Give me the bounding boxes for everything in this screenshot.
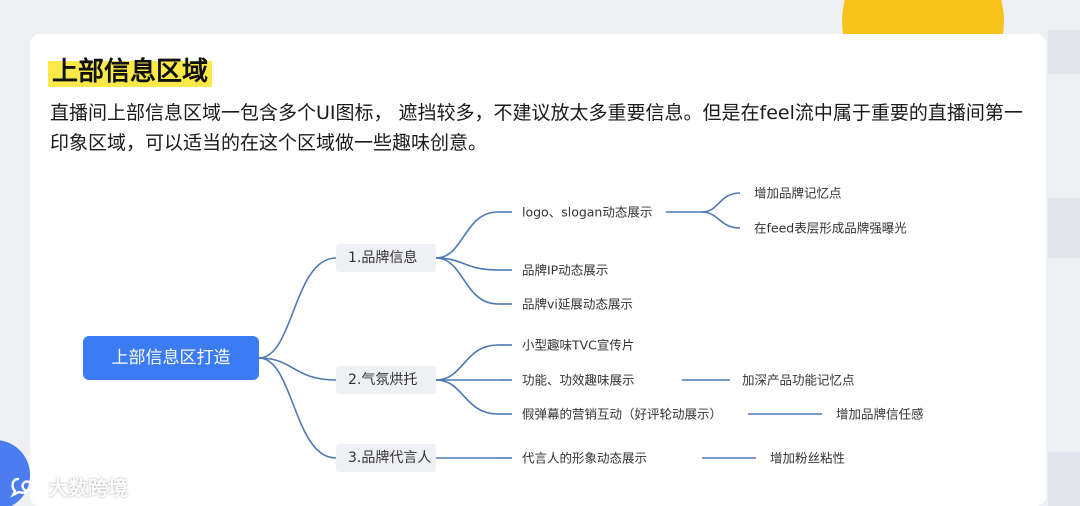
watermark-text: 大数跨境 [48, 476, 128, 500]
watermark-logo-icon [10, 477, 43, 498]
decorative-strip [1048, 452, 1080, 506]
connector-curve [258, 257, 337, 359]
child-node-label: 代言人的形象动态展示 [522, 451, 647, 466]
watermark: 大数跨境 [10, 472, 128, 501]
branch-node [336, 366, 436, 394]
connector-curve [258, 357, 337, 381]
child-node-label: logo、slogan动态展示 [522, 205, 652, 220]
intro-paragraph: 直播间上部信息区域一包含多个UI图标， 遮挡较多，不建议放太多重要信息。但是在f… [50, 102, 1023, 154]
connector-curve [258, 357, 337, 459]
decorative-strip [1048, 30, 1080, 74]
connector-curve [701, 211, 741, 229]
leaf-node-label: 增加品牌信任感 [836, 407, 924, 422]
branch-node-label: 3.品牌代言人 [348, 449, 431, 466]
connector-curve [435, 379, 499, 415]
branch-node [336, 244, 436, 272]
child-node-label: 小型趣味TVC宣传片 [522, 338, 634, 353]
leaf-node-label: 增加品牌记忆点 [754, 186, 842, 201]
connector-curve [435, 344, 499, 381]
connector-curve [701, 192, 741, 213]
child-node-label: 品牌vi延展动态展示 [522, 297, 633, 312]
root-node-label: 上部信息区打造 [112, 348, 231, 368]
child-node-label: 品牌IP动态展示 [522, 263, 608, 278]
branch-node-label: 1.品牌信息 [348, 249, 417, 266]
leaf-node-label: 在feed表层形成品牌强曝光 [754, 221, 907, 236]
branch-node-label: 2.气氛烘托 [348, 372, 417, 388]
section-heading: 上部信息区域 [48, 54, 213, 90]
connector-curve [435, 211, 499, 259]
child-node-label: 功能、功效趣味展示 [522, 373, 635, 388]
leaf-node-label: 增加粉丝粘性 [770, 451, 845, 466]
content-card [30, 34, 1046, 506]
leaf-node-label: 加深产品功能记忆点 [742, 373, 855, 388]
child-node-label: 假弹幕的营销互动（好评轮动展示） [522, 407, 722, 422]
branch-node [336, 444, 436, 472]
decorative-strip [1048, 198, 1080, 258]
root-node [83, 336, 259, 380]
connector-curve [435, 257, 499, 305]
